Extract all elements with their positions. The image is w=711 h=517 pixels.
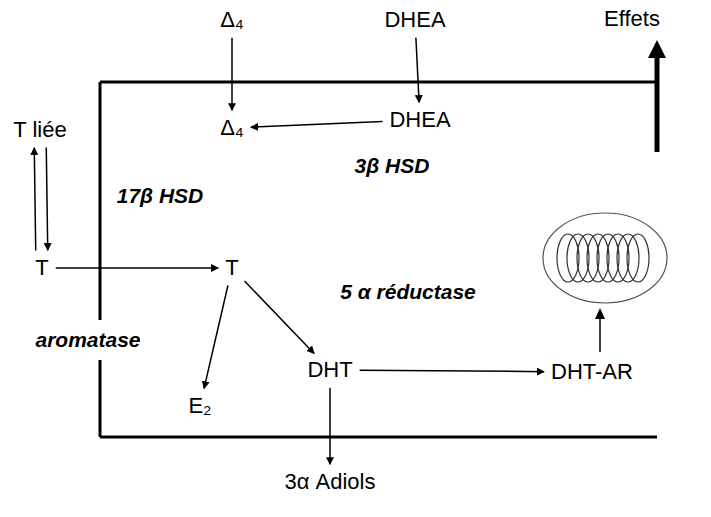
- node-label: T liée: [13, 117, 66, 142]
- nucleus-outline: [543, 213, 667, 303]
- coil-loop: [577, 234, 599, 282]
- membrane-left-lower: [99, 360, 102, 437]
- metabolite-node: Effets: [601, 5, 663, 32]
- coil-loop: [587, 234, 609, 282]
- nucleus: [543, 213, 667, 303]
- membrane-left-upper: [99, 82, 102, 320]
- arrow-shaft: [655, 56, 660, 152]
- node-label: DHT-AR: [551, 359, 633, 384]
- arrow-shaft: [599, 318, 601, 352]
- metabolite-node: T: [32, 254, 51, 281]
- node-label: Δ₄: [220, 7, 244, 32]
- reaction-arrow: [329, 388, 331, 465]
- metabolite-node: DHT-AR: [548, 358, 636, 385]
- metabolite-node: DHT: [304, 356, 355, 383]
- metabolite-node: 3α Adiols: [282, 468, 379, 495]
- node-label: DHEA: [384, 7, 445, 32]
- enzyme-label: 17β HSD: [115, 184, 206, 208]
- metabolite-node: DHEA: [381, 6, 448, 33]
- dna-coil: [557, 234, 649, 282]
- reaction-arrow: [46, 148, 47, 251]
- enzyme-label: aromatase: [33, 328, 142, 352]
- receptor-to-nucleus-arrow: [595, 308, 605, 352]
- node-label: T: [225, 255, 238, 280]
- coil-loop: [567, 234, 589, 282]
- effects-arrow: [648, 40, 666, 152]
- arrow-head: [595, 308, 605, 319]
- reaction-arrow: [34, 148, 35, 251]
- metabolite-node: T: [222, 254, 241, 281]
- enzyme-label: 5 α réductase: [338, 280, 478, 304]
- metabolite-node: E₂: [185, 392, 214, 419]
- membrane-top: [100, 81, 657, 84]
- metabolite-node: DHEA: [386, 106, 453, 133]
- node-label: Effets: [604, 6, 660, 31]
- node-label: 3α Adiols: [285, 469, 376, 494]
- arrow-head: [648, 40, 666, 58]
- coil-loop: [617, 234, 639, 282]
- reaction-arrow: [204, 286, 228, 389]
- reaction-arrow: [56, 267, 219, 269]
- node-label: DHEA: [389, 107, 450, 132]
- coil-loop: [627, 234, 649, 282]
- metabolite-node: Δ₄: [217, 6, 247, 33]
- coil-loop: [597, 234, 619, 282]
- reaction-arrow: [416, 38, 419, 103]
- reaction-arrow: [360, 370, 544, 371]
- coil-loop: [607, 234, 629, 282]
- reaction-arrow: [231, 38, 233, 111]
- metabolite-node: Δ₄: [217, 114, 247, 141]
- node-label: DHT: [307, 357, 352, 382]
- metabolite-node: T liée: [10, 116, 69, 143]
- membrane-bottom: [100, 436, 657, 439]
- node-label: Δ₄: [220, 115, 244, 140]
- reaction-arrow: [244, 281, 314, 353]
- enzyme-label: 3β HSD: [353, 154, 432, 178]
- coil-loop: [557, 234, 579, 282]
- cell-membrane: [100, 82, 657, 437]
- node-label: E₂: [188, 393, 211, 418]
- node-label: T: [35, 255, 48, 280]
- reaction-arrow: [251, 122, 383, 128]
